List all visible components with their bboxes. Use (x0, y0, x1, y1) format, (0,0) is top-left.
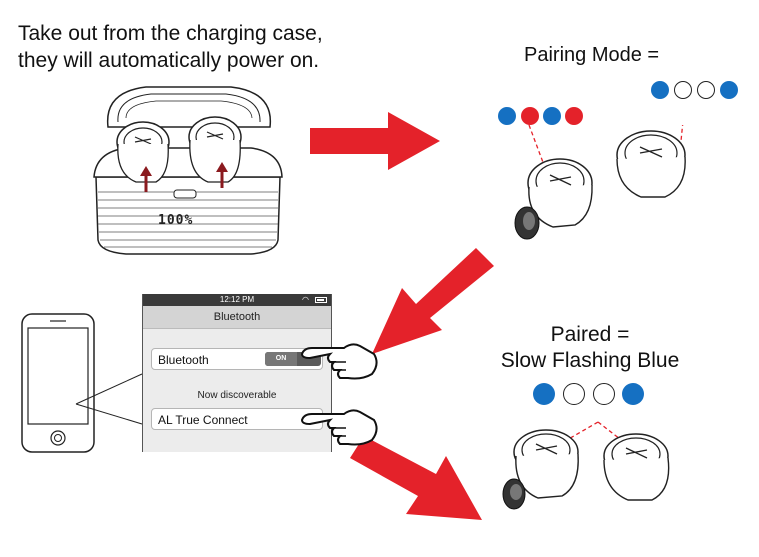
led-dot-blue (720, 81, 738, 99)
battery-icon (315, 297, 327, 303)
hand-pointer-icon (300, 343, 378, 380)
paired-label: Paired = Slow Flashing Blue (470, 322, 710, 374)
led-dot-white (697, 81, 715, 99)
status-bar: 12:12 PM ◠ (143, 294, 331, 306)
wifi-icon: ◠ (302, 295, 309, 304)
bluetooth-row[interactable]: Bluetooth ON (151, 348, 323, 370)
led-dot-blue (498, 107, 516, 125)
phone-screen-zoom: 12:12 PM ◠ Bluetooth Bluetooth ON Now di… (142, 294, 332, 452)
instruction-caption: Take out from the charging case, they wi… (18, 20, 358, 74)
pairing-mode-label: Pairing Mode = (524, 44, 660, 66)
device-list-item[interactable]: AL True Connect (151, 408, 323, 430)
arrow-down-right (350, 436, 482, 520)
caption-line-2: they will automatically power on. (18, 49, 320, 72)
hand-pointer-icon (300, 409, 378, 446)
discoverable-label: Now discoverable (197, 390, 277, 401)
charging-case-illustration (93, 86, 283, 255)
led-dot-red (565, 107, 583, 125)
device-name: AL True Connect (158, 413, 248, 427)
bluetooth-row-label: Bluetooth (158, 353, 209, 367)
toggle-on-label: ON (265, 352, 297, 366)
led-dot-blue (543, 107, 561, 125)
arrow-down-left (372, 248, 494, 354)
paired-earbuds (502, 421, 670, 510)
led-dot-white (563, 383, 585, 405)
pairing-mode-earbuds (514, 125, 686, 240)
paired-label-line-1: Paired = (550, 323, 630, 346)
led-dot-blue (533, 383, 555, 405)
led-dot-blue (622, 383, 644, 405)
battery-display: 100% (158, 213, 194, 228)
led-dot-white (674, 81, 692, 99)
smartphone-illustration (21, 313, 143, 453)
led-dot-white (593, 383, 615, 405)
nav-title: Bluetooth (143, 306, 331, 329)
led-dot-red (521, 107, 539, 125)
led-dot-blue (651, 81, 669, 99)
status-time: 12:12 PM (219, 295, 255, 304)
paired-label-line-2: Slow Flashing Blue (500, 349, 680, 372)
arrow-right-top (310, 112, 440, 170)
caption-line-1: Take out from the charging case, (18, 22, 323, 45)
